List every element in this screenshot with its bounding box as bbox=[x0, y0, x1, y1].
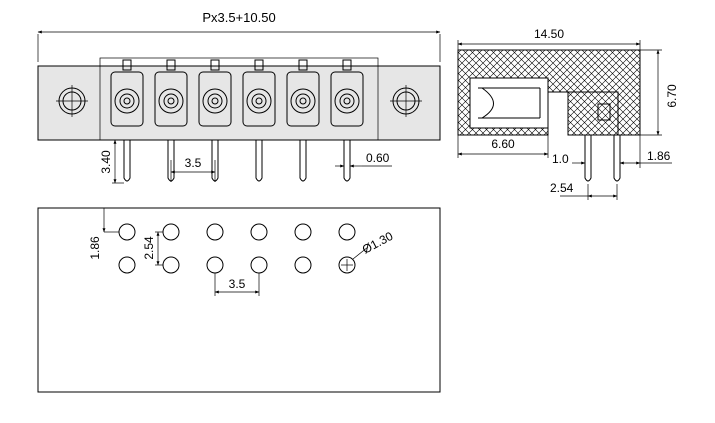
edge-offset-label: 1.86 bbox=[88, 236, 102, 260]
pcb-hole bbox=[294, 223, 312, 241]
pcb-hole bbox=[250, 223, 268, 241]
right-mounting-hole bbox=[390, 85, 422, 117]
pin-offset-label: 1.0 bbox=[552, 152, 569, 166]
front-view: Px3.5+10.50 bbox=[37, 10, 441, 184]
pcb-hole bbox=[162, 256, 180, 274]
left-mounting-hole bbox=[56, 85, 88, 117]
pcb-layout: 1.86 2.54 Ø1.30 3.5 bbox=[37, 207, 441, 393]
side-length-label: 14.50 bbox=[534, 27, 564, 41]
connector-flange bbox=[37, 65, 441, 141]
side-pin-1 bbox=[584, 135, 592, 182]
pcb-hole bbox=[338, 256, 356, 274]
pcb-outline bbox=[37, 207, 441, 393]
pcb-hole bbox=[162, 223, 180, 241]
connector-housing bbox=[99, 57, 379, 141]
pin-width-label: 0.60 bbox=[366, 151, 390, 165]
side-view: 14.50 6.70 6.60 1.0 1.86 2.54 bbox=[457, 27, 679, 200]
terminal-2 bbox=[154, 59, 188, 127]
side-depth-label: 6.60 bbox=[491, 137, 515, 151]
terminal-3 bbox=[198, 59, 232, 127]
front-pitch-label: 3.5 bbox=[185, 156, 202, 170]
side-pin-2 bbox=[613, 135, 621, 182]
pins bbox=[123, 140, 351, 182]
clamp-cavity bbox=[469, 77, 549, 129]
pin-block bbox=[567, 91, 619, 136]
side-height-label: 6.70 bbox=[665, 84, 679, 108]
row-spacing-label: 2.54 bbox=[142, 236, 156, 260]
pcb-hole bbox=[118, 256, 136, 274]
pcb-hole bbox=[250, 256, 268, 274]
pcb-hole bbox=[206, 256, 224, 274]
pcb-hole bbox=[118, 223, 136, 241]
hole-diameter-label: Ø1.30 bbox=[360, 229, 396, 257]
pin-spacing-label: 2.54 bbox=[550, 181, 574, 195]
pcb-hole bbox=[206, 223, 224, 241]
terminal-4 bbox=[242, 59, 276, 127]
spring-clamp bbox=[478, 87, 541, 119]
pin-inset-label: 1.86 bbox=[647, 149, 671, 163]
terminal-1 bbox=[110, 59, 144, 127]
pcb-pitch-label: 3.5 bbox=[229, 277, 246, 291]
pin-length-label: 3.40 bbox=[99, 150, 113, 174]
terminal-6 bbox=[330, 59, 364, 127]
terminal-5 bbox=[286, 59, 320, 127]
pcb-hole bbox=[338, 223, 356, 241]
pcb-hole bbox=[294, 256, 312, 274]
overall-width-label: Px3.5+10.50 bbox=[202, 10, 275, 25]
